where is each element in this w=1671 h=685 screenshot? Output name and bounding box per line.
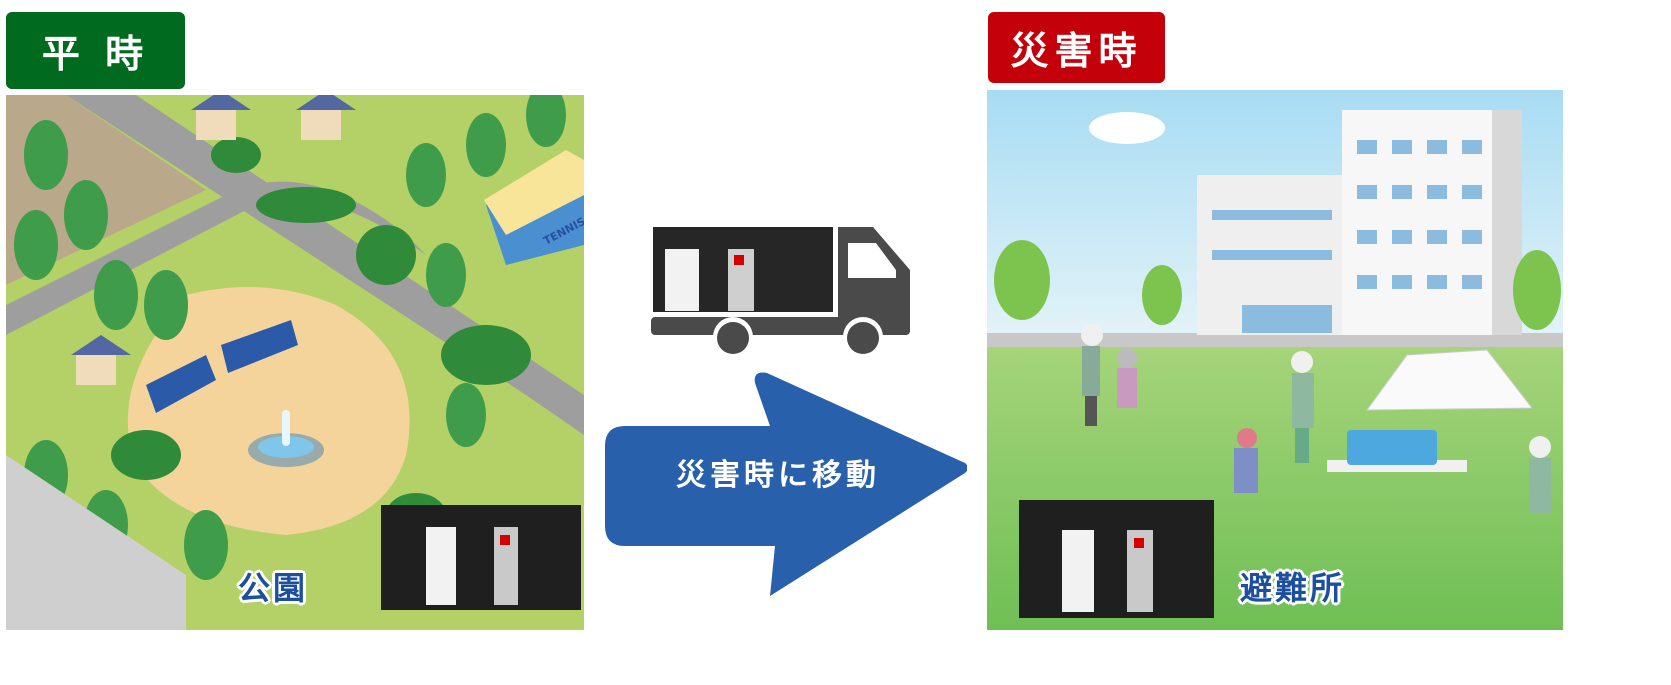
people [1081, 324, 1551, 513]
mobile-toilet-unit [1019, 500, 1214, 618]
move-arrow-label: 災害時に移動 [676, 458, 880, 493]
tennis-shop: TENNIS [484, 150, 584, 265]
park-label: 公園 [238, 569, 309, 607]
park-scene: TENNIS [6, 95, 584, 630]
normal-time-label: 平 時 [6, 12, 185, 89]
tent [1327, 349, 1534, 472]
wheel [847, 322, 879, 354]
disaster-time-label: 災害時 [988, 12, 1165, 83]
truck-icon [648, 225, 910, 360]
arrow-shape [605, 372, 967, 596]
shelter-illustration: 避難所 [987, 90, 1563, 630]
fountain-water [258, 436, 314, 458]
houses [71, 95, 356, 385]
wheel [717, 322, 749, 354]
cloud [1089, 112, 1165, 144]
bench [221, 320, 298, 373]
water-bottles [1347, 430, 1437, 465]
truck-graphic [651, 227, 910, 357]
accessible-door [665, 249, 699, 311]
move-arrow [605, 368, 967, 600]
parking-building [6, 455, 186, 630]
mobile-toilet-unit [381, 505, 581, 610]
shelter-label: 避難所 [1240, 569, 1346, 607]
school-building [1197, 110, 1522, 335]
park-illustration: TENNIS 公園 [6, 95, 584, 630]
trees [994, 240, 1561, 330]
truck-window [848, 243, 896, 278]
toilet-sign-icon [734, 255, 744, 265]
shelter-scene [987, 90, 1563, 630]
bench [146, 355, 216, 413]
fountain-spray [282, 410, 290, 446]
park-plaza [127, 287, 410, 535]
truck-cab [838, 227, 910, 332]
wall [987, 333, 1563, 347]
